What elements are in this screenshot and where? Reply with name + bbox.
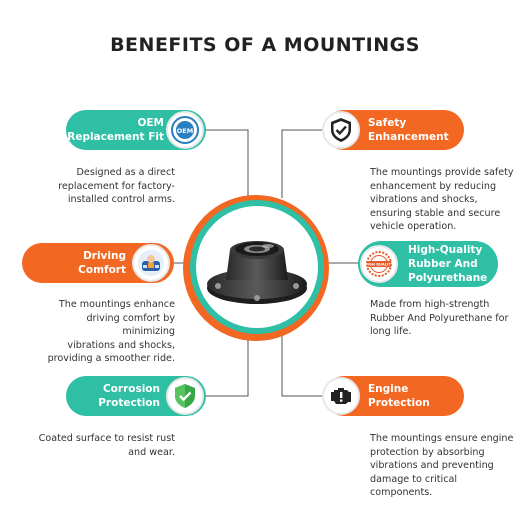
benefit-driving-pill: Driving Comfort [22,243,174,283]
shield-check-icon [322,111,360,149]
benefit-engine-desc: The mountings ensure engine protection b… [370,433,514,498]
strut-mount-illustration [207,241,307,304]
benefit-quality-subtitle: Rubber And [408,258,478,270]
driver-car-icon [132,244,170,282]
benefit-corrosion-subtitle: Protection [98,397,160,409]
benefit-quality-subtitle-2: Polyurethane [408,272,488,284]
benefit-quality-desc: Made from high-strength Rubber And Polyu… [370,299,509,337]
benefit-safety-subtitle: Enhancement [368,131,449,143]
benefit-oem-title: OEM [137,117,164,129]
strut-mount-image [196,206,318,328]
page-title: BENEFITS OF A MOUNTINGS [110,34,420,56]
benefit-engine-title: Engine [368,383,409,395]
quality-seal-icon: HIGH QUALITY [360,245,398,283]
benefit-safety-title: Safety [368,117,407,129]
benefit-oem-pill: OEM Replacement Fit OEM [66,110,206,150]
connector-engine [281,336,325,397]
benefit-oem-subtitle: Replacement Fit [67,131,164,143]
benefit-quality-title: High-Quality [408,244,483,256]
connector-safety [281,129,325,198]
benefit-corrosion-desc: Coated surface to resist rust and wear. [38,433,175,458]
benefit-engine-subtitle: Protection [368,397,430,409]
benefit-safety-pill: Safety Enhancement [322,110,464,150]
oem-badge-icon: OEM [166,111,204,149]
benefit-corrosion-pill: Corrosion Protection [66,376,206,416]
benefit-corrosion-title: Corrosion [102,383,160,395]
benefit-driving-desc: The mountings enhance driving comfort by… [47,299,175,364]
benefit-quality-pill: HIGH QUALITY High-Quality Rubber And Pol… [358,241,498,287]
benefit-safety-desc: The mountings provide safety enhancement… [370,167,514,232]
svg-text:HIGH QUALITY: HIGH QUALITY [365,263,394,267]
connector-corrosion [205,336,249,397]
benefit-driving-title: Driving [83,250,126,262]
engine-warning-icon [322,377,360,415]
benefit-driving-subtitle: Comfort [78,264,126,276]
svg-text:OEM: OEM [177,127,193,135]
shield-check-green-icon [166,377,204,415]
connector-oem [205,129,249,198]
benefit-engine-pill: Engine Protection [322,376,464,416]
benefit-oem-desc: Designed as a direct replacement for fac… [58,167,175,205]
